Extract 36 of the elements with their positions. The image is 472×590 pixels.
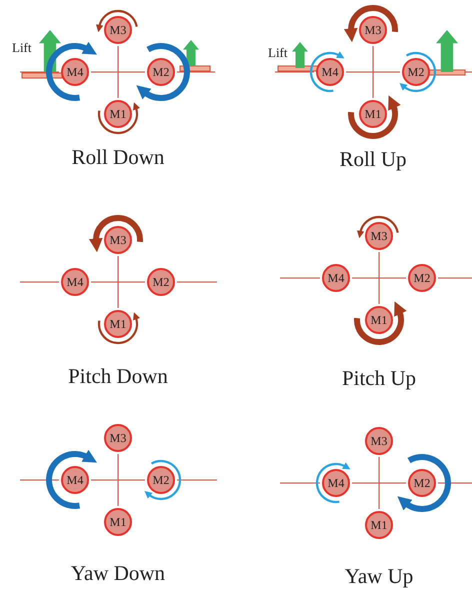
arm-line xyxy=(378,456,380,510)
motor-circle: M4 xyxy=(61,58,89,86)
caption: Pitch Down xyxy=(68,364,168,389)
motor-circle: M3 xyxy=(104,424,132,452)
caption: Roll Down xyxy=(72,145,164,170)
motor-circle: M1 xyxy=(365,511,393,539)
lift-label: Lift xyxy=(12,40,32,56)
motor-circle: M2 xyxy=(147,58,175,86)
motor-circle: M3 xyxy=(104,226,132,254)
motor-circle: M3 xyxy=(365,427,393,455)
motor-circle: M2 xyxy=(147,466,175,494)
motor-circle: M3 xyxy=(365,222,393,250)
motor-circle: M3 xyxy=(104,16,132,44)
caption: Pitch Up xyxy=(342,366,416,391)
motor-circle: M1 xyxy=(104,100,132,128)
motor-circle: M1 xyxy=(104,310,132,338)
arm-line xyxy=(352,482,406,484)
motor-circle: M2 xyxy=(408,469,436,497)
arm-line xyxy=(372,46,374,98)
motor-circle: M3 xyxy=(359,16,387,44)
caption: Yaw Up xyxy=(344,564,414,589)
lift-label: Lift xyxy=(268,45,288,61)
motor-circle: M4 xyxy=(61,466,89,494)
motor-circle: M4 xyxy=(316,58,344,86)
arm-line xyxy=(378,252,380,304)
motor-circle: M1 xyxy=(365,306,393,334)
motor-circle: M4 xyxy=(322,469,350,497)
motor-circle: M2 xyxy=(402,58,430,86)
caption: Yaw Down xyxy=(70,561,166,586)
motor-circle: M2 xyxy=(147,268,175,296)
motor-circle: M1 xyxy=(104,508,132,536)
motor-circle: M2 xyxy=(408,264,436,292)
motor-circle: M4 xyxy=(61,268,89,296)
caption: Roll Up xyxy=(339,147,407,172)
motor-circle: M4 xyxy=(322,264,350,292)
motor-circle: M1 xyxy=(359,100,387,128)
